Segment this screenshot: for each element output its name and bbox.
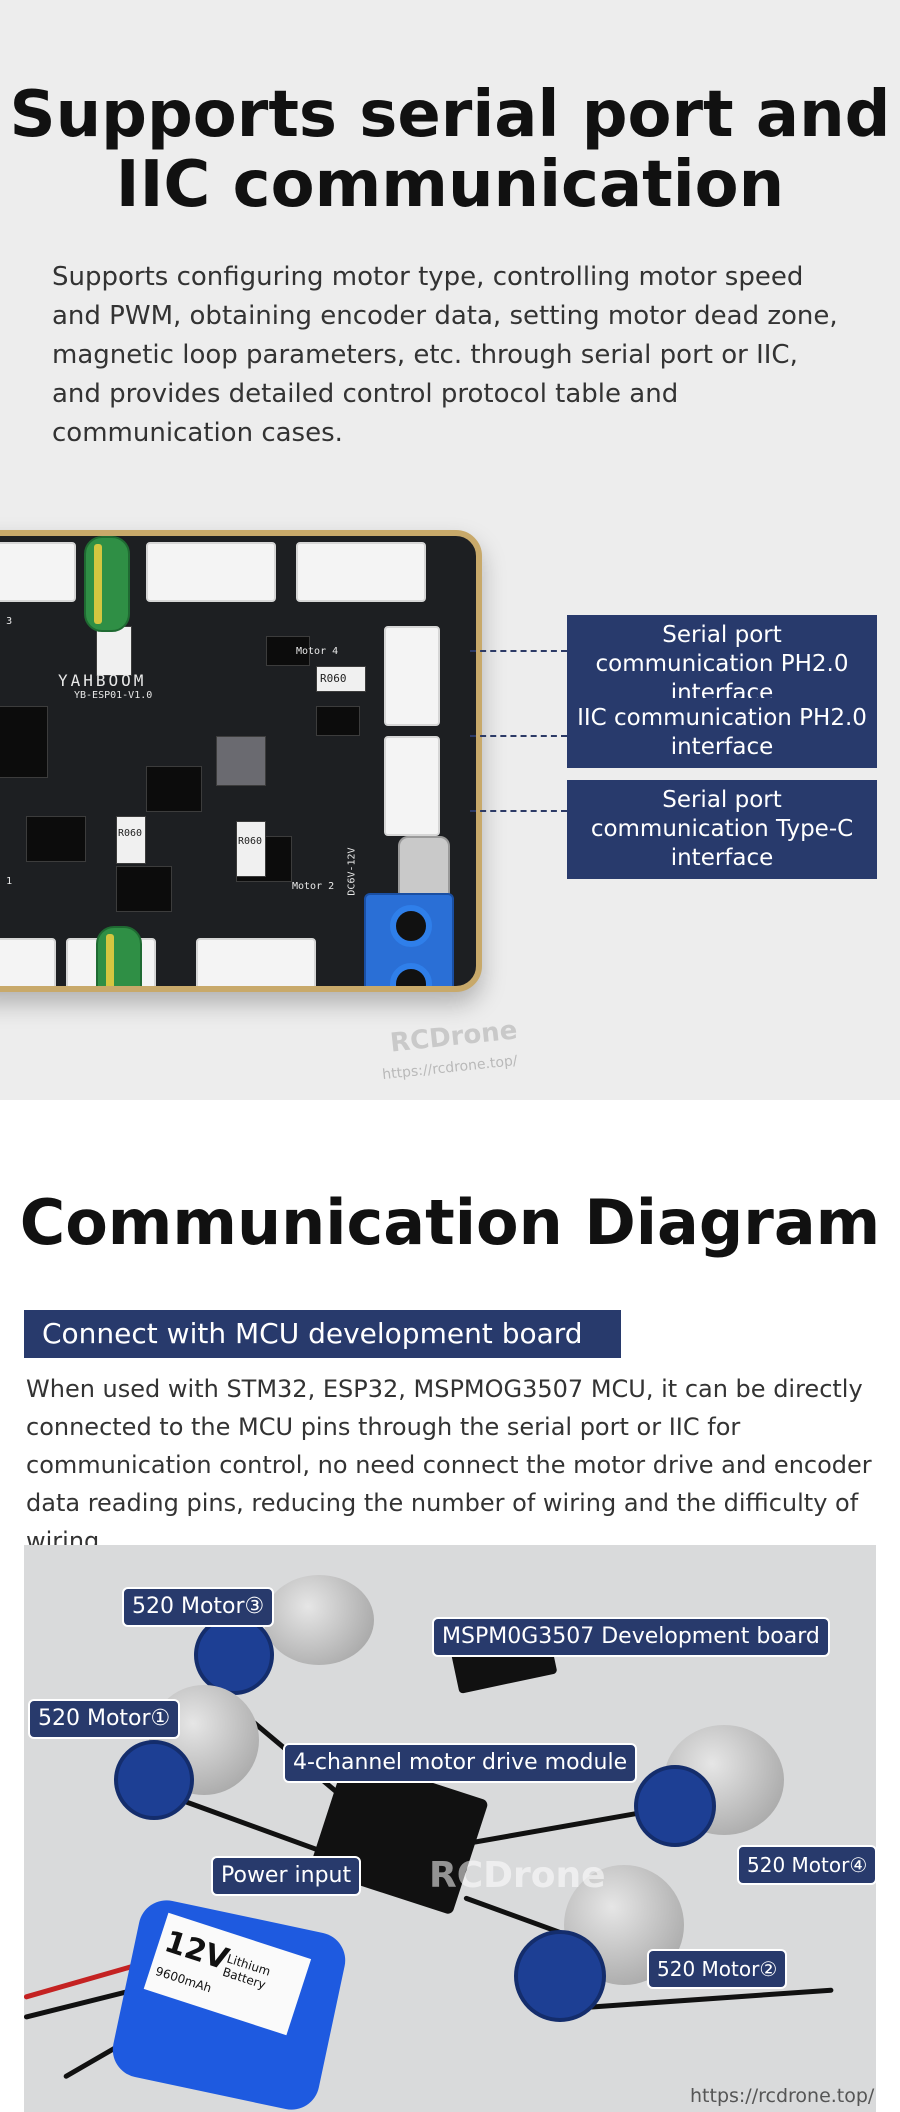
motor-2-label: Motor 2 bbox=[292, 881, 335, 892]
driver-chip bbox=[26, 816, 86, 862]
watermark-brand: RCDrone bbox=[429, 1855, 606, 1896]
serial-ph2-port bbox=[384, 626, 440, 726]
board-brand: YAHBOOM bbox=[58, 671, 147, 690]
leader-line bbox=[470, 735, 567, 737]
crystal bbox=[216, 736, 266, 786]
label-power-input: Power input bbox=[211, 1856, 362, 1896]
ph2-connector bbox=[296, 542, 426, 602]
encoder-ring bbox=[194, 1615, 274, 1695]
lithium-battery: 12V Lithium Battery 9600mAh bbox=[107, 1895, 351, 2112]
ph2-connector bbox=[196, 938, 316, 986]
driver-chip bbox=[146, 766, 202, 812]
shunt-resistor bbox=[116, 816, 146, 864]
screw-icon bbox=[390, 905, 432, 947]
ph2-connector bbox=[0, 542, 76, 602]
leader-line bbox=[470, 650, 567, 652]
battery-type: Lithium Battery bbox=[220, 1951, 273, 1992]
battery-label: 12V Lithium Battery 9600mAh bbox=[143, 1912, 312, 2036]
communication-diagram-section: Communication Diagram Connect with MCU d… bbox=[0, 1100, 900, 2112]
wire bbox=[173, 1795, 335, 1858]
shunt-resistor bbox=[96, 626, 132, 676]
shunt-resistor bbox=[316, 666, 366, 692]
mcu-chip bbox=[0, 706, 48, 778]
motor-driver-board: YAHBOOM YB-ESP01-V1.0 Motor 3 Motor 1 Mo… bbox=[0, 530, 482, 992]
ph2-connector bbox=[146, 542, 276, 602]
watermark-url: https://rcdrone.top/ bbox=[690, 2085, 875, 2107]
motor-4-label: Motor 4 bbox=[296, 646, 339, 657]
ph2-connector bbox=[0, 938, 56, 986]
motor-3 bbox=[264, 1575, 374, 1665]
screw-icon bbox=[390, 963, 432, 986]
subsection-badge: Connect with MCU development board bbox=[24, 1310, 621, 1358]
label-drive-module: 4-channel motor drive module bbox=[283, 1743, 638, 1783]
serial-iic-section: Supports serial port and IIC communicati… bbox=[0, 0, 900, 1100]
section-title: Communication Diagram bbox=[19, 1186, 881, 1259]
electrolytic-capacitor bbox=[96, 926, 142, 986]
board-illustration: YAHBOOM YB-ESP01-V1.0 Motor 3 Motor 1 Mo… bbox=[0, 480, 900, 1100]
label-motor-2: 520 Motor② bbox=[647, 1949, 788, 1989]
electrolytic-capacitor bbox=[84, 536, 130, 632]
driver-chip bbox=[316, 706, 360, 736]
board-model: YB-ESP01-V1.0 bbox=[74, 690, 153, 701]
voltage-label: DC6V-12V bbox=[346, 847, 358, 896]
leader-line bbox=[470, 810, 567, 812]
label-dev-board: MSPM0G3507 Development board bbox=[432, 1617, 830, 1657]
label-motor-3: 520 Motor③ bbox=[122, 1587, 275, 1627]
resistor-label: R060 bbox=[118, 828, 143, 839]
power-terminal-block bbox=[364, 893, 454, 986]
type-c-port bbox=[398, 836, 450, 902]
resistor-label: R060 bbox=[238, 836, 263, 847]
driver-chip bbox=[266, 636, 310, 666]
callout-serial-typec: Serial port communication Type-C interfa… bbox=[567, 780, 877, 879]
wiring-photo: 12V Lithium Battery 9600mAh 520 Motor③ M… bbox=[24, 1545, 876, 2112]
section-title: Supports serial port and IIC communicati… bbox=[9, 78, 891, 222]
label-motor-4: 520 Motor④ bbox=[737, 1845, 876, 1885]
encoder-ring bbox=[514, 1930, 606, 2022]
shunt-resistor bbox=[236, 821, 266, 877]
callout-iic-ph2: IIC communication PH2.0 interface bbox=[567, 698, 877, 768]
encoder-ring bbox=[114, 1740, 194, 1820]
resistor-label: R060 bbox=[320, 672, 347, 685]
wire bbox=[583, 1987, 834, 2010]
encoder-ring bbox=[634, 1765, 716, 1847]
iic-ph2-port bbox=[384, 736, 440, 836]
driver-chip bbox=[116, 866, 172, 912]
section-description: When used with STM32, ESP32, MSPMOG3507 … bbox=[26, 1375, 872, 1555]
label-motor-1: 520 Motor① bbox=[28, 1699, 181, 1739]
callout-serial-ph2: Serial port communication PH2.0 interfac… bbox=[567, 615, 877, 714]
motor-1-label: Motor 1 bbox=[0, 876, 13, 887]
motor-3-label: Motor 3 bbox=[0, 616, 13, 627]
section-description: Supports configuring motor type, control… bbox=[52, 262, 838, 448]
